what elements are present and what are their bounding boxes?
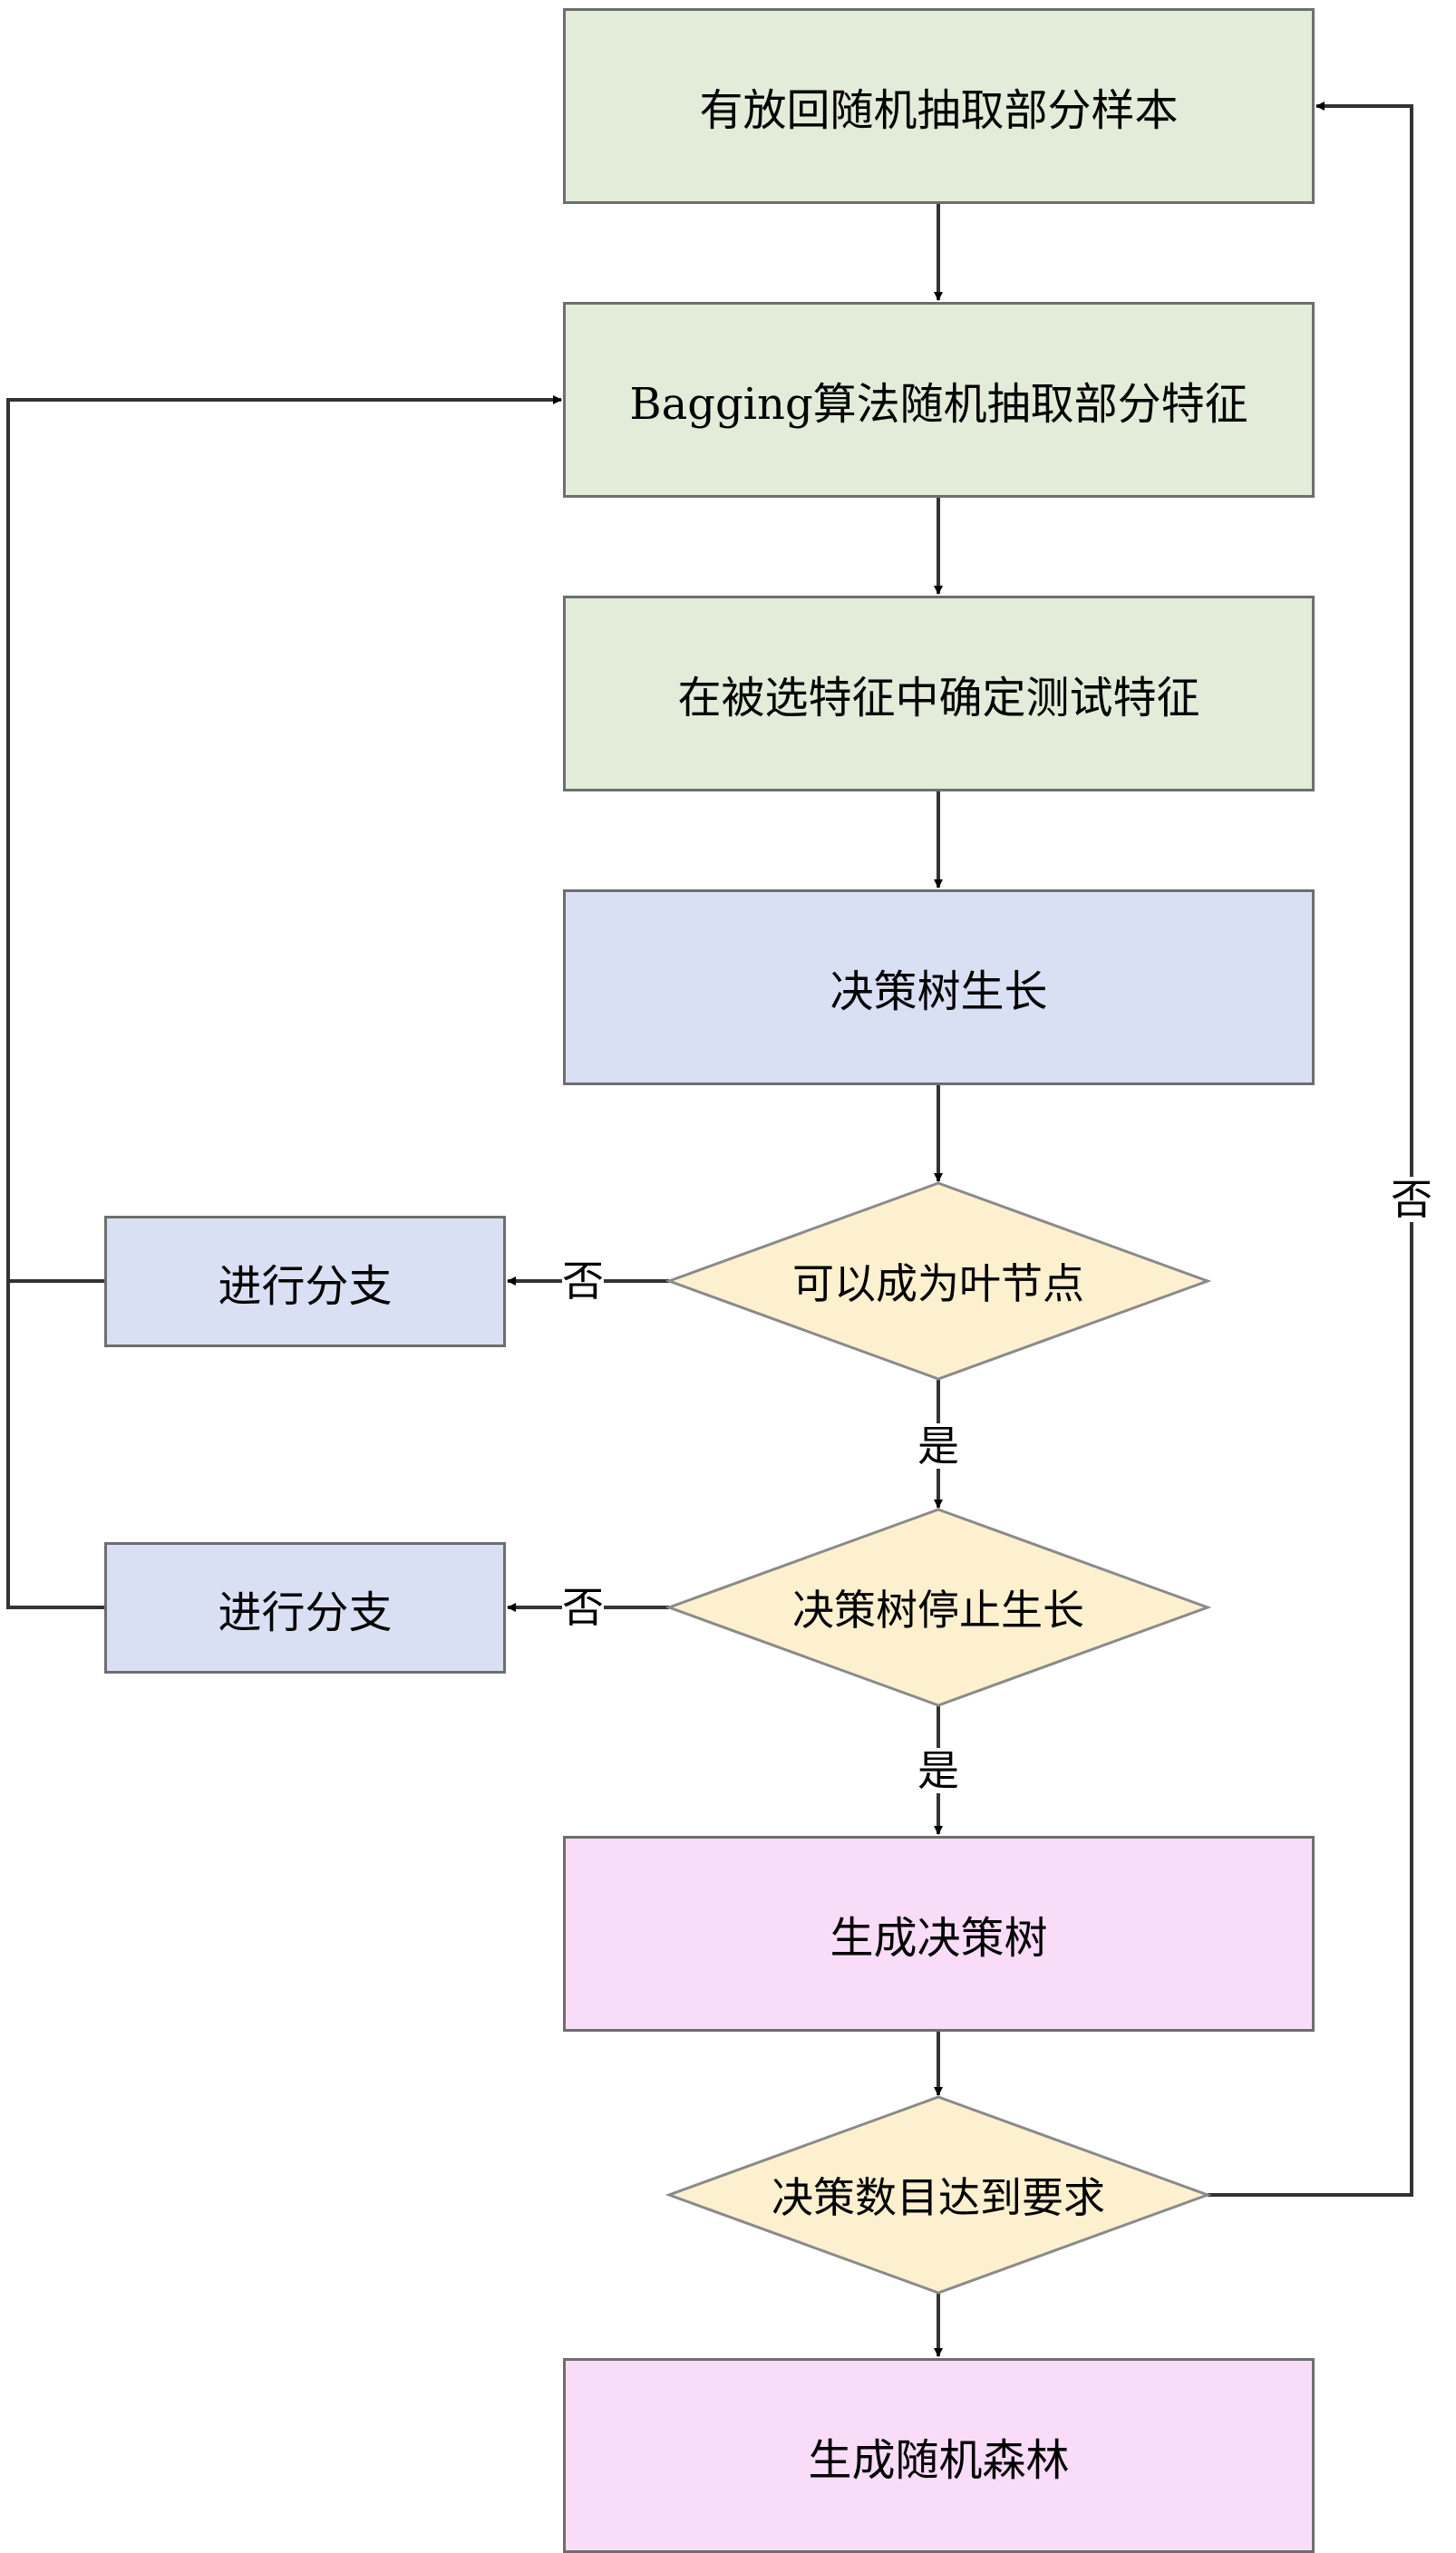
diamond-count-label: 决策数目达到要求 (772, 2173, 1105, 2222)
node-grow: 决策树生长 (563, 889, 1315, 1085)
loop-branch-to-features (6, 395, 562, 1283)
label-no-3: 否 (1391, 1175, 1432, 1224)
node-test-feature-label: 在被选特征中确定测试特征 (677, 673, 1200, 723)
node-sample-label: 有放回随机抽取部分样本 (699, 85, 1179, 136)
node-forest: 生成随机森林 (563, 2358, 1315, 2553)
diamond-leaf (665, 1181, 1212, 1381)
node-features: Bagging算法随机抽取部分特征 (563, 302, 1315, 498)
node-branch-1: 进行分支 (104, 1216, 506, 1347)
node-branch-2: 进行分支 (104, 1542, 506, 1674)
label-yes-1: 是 (917, 1422, 959, 1471)
diamond-stop (665, 1508, 1212, 1707)
label-yes-2: 是 (917, 1746, 959, 1795)
loop-branch2 (6, 1281, 104, 1609)
node-forest-label: 生成随机森林 (808, 2434, 1070, 2486)
diamond-leaf-label: 可以成为叶节点 (792, 1259, 1084, 1308)
label-no-1: 否 (562, 1257, 604, 1306)
diamond-stop-label: 决策树停止生长 (792, 1586, 1084, 1635)
node-branch-2-label: 进行分支 (218, 1587, 393, 1638)
node-grow-label: 决策树生长 (830, 966, 1048, 1017)
node-features-label: Bagging算法随机抽取部分特征 (629, 379, 1248, 430)
node-branch-1-label: 进行分支 (218, 1260, 393, 1312)
node-sample: 有放回随机抽取部分样本 (563, 8, 1315, 204)
node-test-feature: 在被选特征中确定测试特征 (563, 596, 1315, 791)
node-gen-tree: 生成决策树 (563, 1836, 1315, 2032)
node-gen-tree-label: 生成决策树 (830, 1913, 1048, 1964)
loop-count-to-sample (1208, 102, 1413, 2197)
label-no-2: 否 (562, 1583, 604, 1632)
diamond-count (665, 2095, 1212, 2295)
